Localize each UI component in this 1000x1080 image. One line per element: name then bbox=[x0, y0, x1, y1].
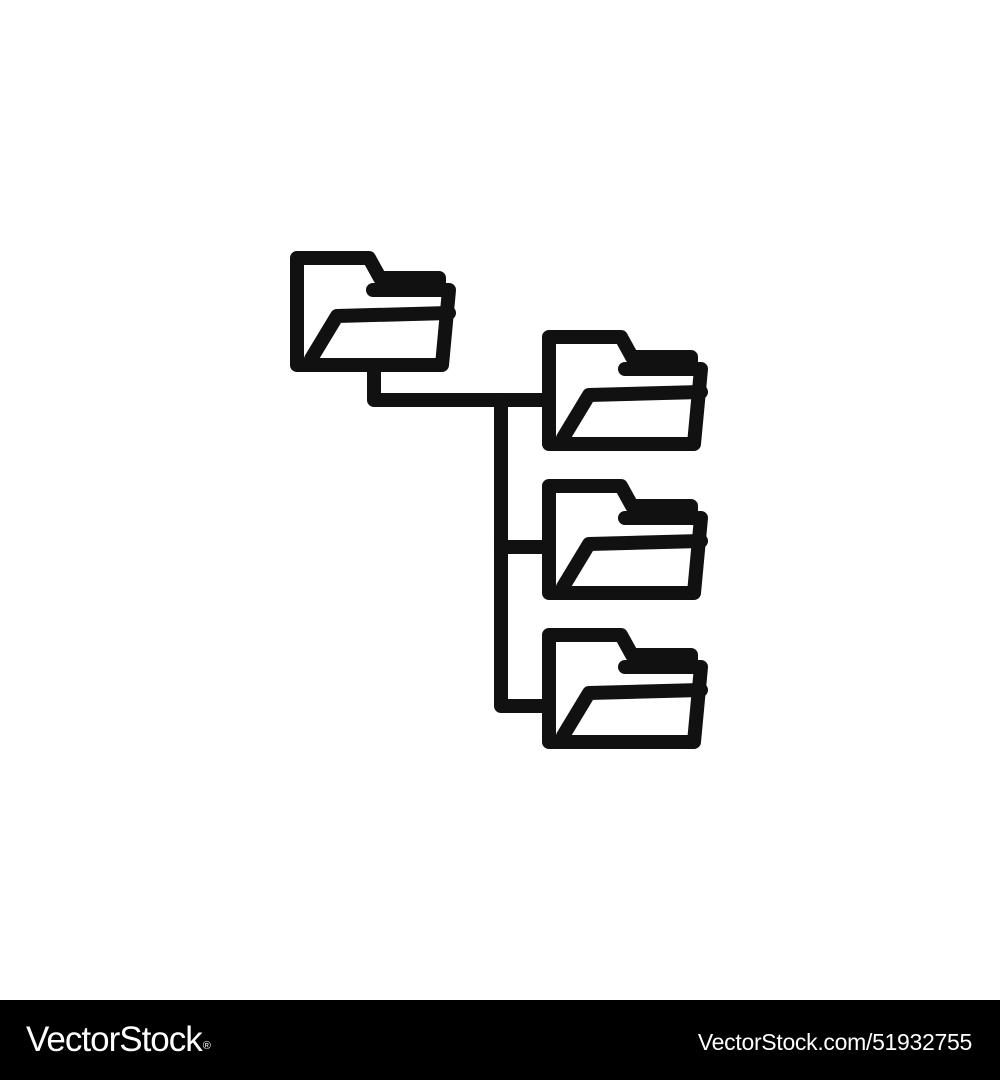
vectorstock-logo: VectorStock® bbox=[26, 1018, 211, 1062]
parent-folder-icon bbox=[297, 258, 449, 365]
illustration-canvas bbox=[0, 0, 1000, 1000]
folder-tree-illustration bbox=[0, 0, 1000, 1000]
parent-connector-line bbox=[367, 363, 556, 407]
logo-text: VectorStock bbox=[26, 1020, 203, 1059]
child-folder-icon-middle bbox=[549, 486, 701, 593]
child-folder-icon-top bbox=[549, 337, 701, 444]
registered-mark: ® bbox=[202, 1040, 211, 1052]
tree-connectors bbox=[367, 363, 556, 713]
child-folder-icon-bottom bbox=[549, 635, 701, 742]
watermark-footer-bar: VectorStock® VectorStock.com/51932755 bbox=[0, 1000, 1000, 1080]
image-id-text: VectorStock.com/51932755 bbox=[697, 1029, 972, 1055]
trunk-line bbox=[494, 393, 556, 713]
